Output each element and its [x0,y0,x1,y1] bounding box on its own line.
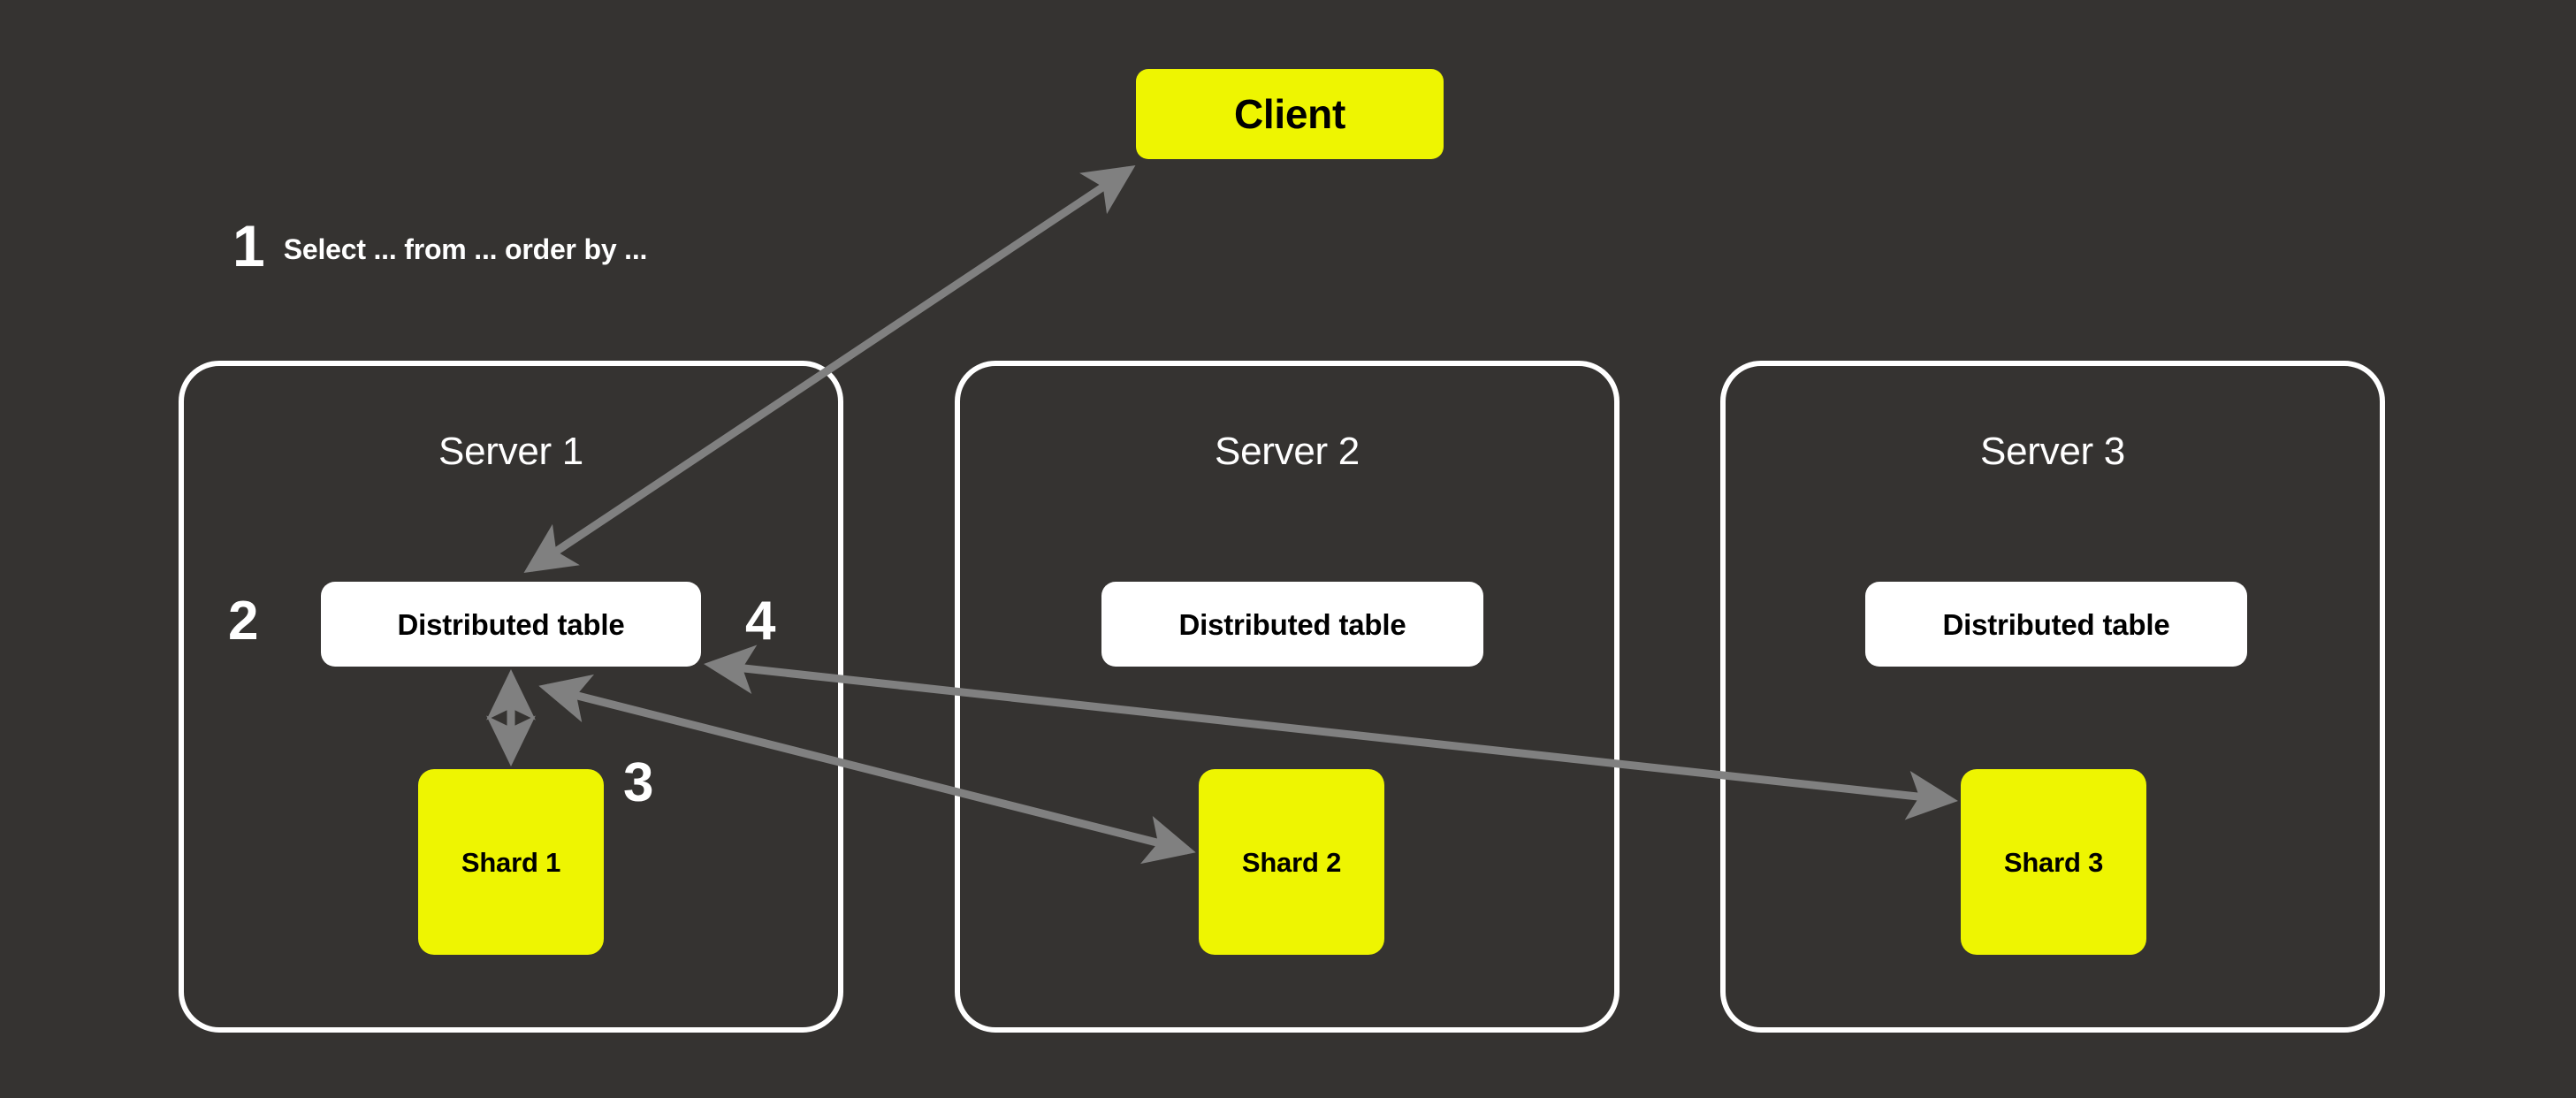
shard-label-1: Shard 1 [461,846,561,878]
step-1-query-text: Select ... from ... order by ... [283,233,648,265]
distributed-table-node-2[interactable]: Distributed table [1101,582,1483,667]
shard-label-3: Shard 3 [2003,846,2104,878]
step-2-number: 2 [228,591,258,652]
step-3-number: 3 [623,752,653,813]
step-1-number: 1 [232,213,265,278]
shard-node-2[interactable]: Shard 2 [1199,769,1384,955]
distributed-table-label-2: Distributed table [1178,607,1406,641]
server-2-title: Server 2 [1215,430,1360,473]
distributed-table-label-3: Distributed table [1942,607,2170,641]
client-label: Client [1234,91,1345,137]
shard-node-3[interactable]: Shard 3 [1961,769,2146,955]
shard-label-2: Shard 2 [1241,846,1342,878]
client-node[interactable]: Client [1136,69,1444,159]
distributed-table-node-3[interactable]: Distributed table [1865,582,2247,667]
shard-node-1[interactable]: Shard 1 [418,769,604,955]
step-4-number: 4 [745,591,775,652]
distributed-table-label-1: Distributed table [397,607,625,641]
server-1-title: Server 1 [438,430,583,473]
distributed-table-node-1[interactable]: Distributed table [321,582,701,667]
server-3-title: Server 3 [1980,430,2125,473]
step-1-caption: 1 Select ... from ... order by ... [232,217,647,275]
